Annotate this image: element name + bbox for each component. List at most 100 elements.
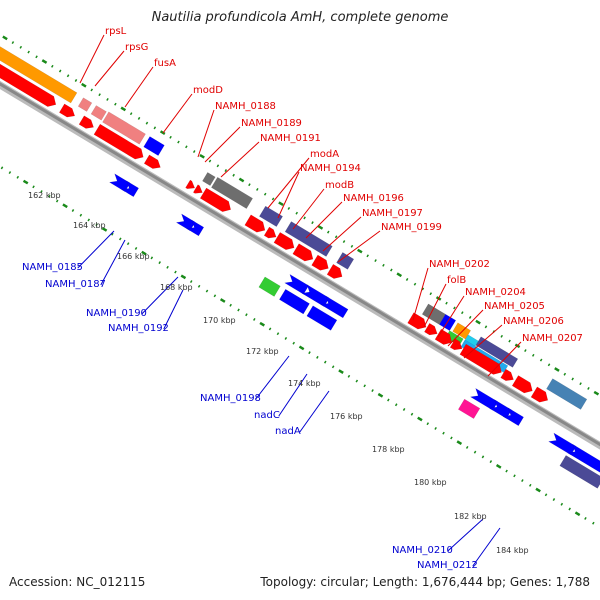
leader-line	[463, 324, 503, 359]
leader-line	[124, 66, 154, 108]
inner-tick	[338, 369, 344, 374]
inner-tick	[347, 374, 351, 378]
inner-tick	[118, 237, 122, 241]
inner-tick	[229, 303, 232, 307]
outer-tick	[74, 79, 78, 82]
inner-tick	[276, 332, 280, 336]
outer-tick	[295, 211, 299, 215]
label-leader-lines	[77, 34, 522, 567]
outer-tick	[248, 183, 251, 187]
feature-tracks	[0, 46, 600, 489]
outer-tick	[81, 82, 87, 88]
outer-tick	[238, 177, 245, 183]
cds-fwd	[192, 184, 203, 194]
inner-tick	[166, 265, 169, 269]
outer-tick	[271, 197, 275, 201]
inner-tick	[513, 474, 516, 478]
gene-label-folB: folB	[447, 275, 466, 286]
inner-tick	[574, 511, 581, 517]
inner-tick-ring	[0, 166, 600, 529]
inner-tick	[552, 498, 556, 501]
gene-label-NAMH_0206: NAMH_0206	[503, 316, 564, 327]
outer-tick	[145, 121, 149, 125]
inner-tick	[205, 289, 209, 293]
inner-tick	[456, 440, 463, 446]
outer-tick	[317, 225, 324, 230]
outer-tick	[256, 188, 259, 191]
cds-fwd	[93, 123, 144, 160]
outer-tick	[531, 353, 535, 357]
gene-label-modA: modA	[310, 149, 339, 160]
inner-tick	[528, 483, 532, 487]
gene-label-NAMH_0188: NAMH_0188	[215, 101, 276, 112]
inner-tick	[592, 521, 595, 525]
cds-fwd	[0, 63, 57, 107]
cds-fwd	[263, 226, 277, 239]
outer-tick	[224, 169, 228, 172]
map-title: Nautilia profundicola AmH, complete geno…	[151, 10, 449, 25]
cds-fwd	[434, 328, 453, 345]
outer-tick	[169, 135, 172, 139]
inner-tick	[535, 487, 541, 493]
leader-line	[100, 239, 126, 286]
outer-tick	[19, 45, 23, 49]
kbp-label: 166 kbp	[117, 252, 150, 261]
cds-fwd	[185, 179, 196, 190]
inner-tick	[79, 213, 83, 217]
outer-tick	[51, 64, 54, 68]
cds-rev	[319, 295, 349, 319]
outer-tick	[468, 315, 472, 319]
inner-tick	[8, 171, 12, 175]
inner-tick	[308, 351, 311, 355]
inner-tick	[450, 436, 453, 440]
gene-label-rpsL: rpsL	[105, 26, 127, 37]
cds-rev	[120, 180, 139, 198]
inner-tick	[402, 408, 406, 411]
inner-tick	[298, 345, 305, 351]
outer-tick	[2, 35, 8, 41]
outer-tick	[199, 153, 205, 159]
kbp-label: 178 kbp	[372, 445, 405, 454]
inner-tick	[434, 426, 437, 430]
leader-line	[487, 341, 522, 377]
outer-tick	[461, 311, 464, 315]
inner-tick	[442, 431, 445, 435]
outer-tick	[342, 240, 346, 244]
feature-NAMH_0189	[211, 176, 254, 209]
cds-rev	[547, 432, 577, 456]
kbp-label: 168 kbp	[160, 283, 193, 292]
gene-label-NAMH_0187: NAMH_0187	[45, 279, 106, 290]
leader-line	[412, 267, 429, 321]
gene-label-NAMH_0192: NAMH_0192	[108, 323, 169, 334]
cds-rev	[185, 219, 205, 237]
feature-fusA	[102, 111, 146, 145]
outer-tick	[232, 173, 235, 177]
outer-tick	[508, 339, 511, 343]
inner-tick	[237, 308, 240, 312]
outer-tick	[413, 282, 417, 286]
inner-tick	[213, 294, 217, 298]
kbp-label: 174 kbp	[288, 379, 321, 388]
gene-labels: rpsLrpsGfusAmodDNAMH_0188NAMH_0189NAMH_0…	[22, 26, 583, 571]
outer-tick	[303, 216, 306, 220]
outer-tick	[390, 268, 393, 272]
inner-tick	[245, 313, 248, 317]
gene-label-NAMH_0194: NAMH_0194	[300, 163, 361, 174]
outer-tick	[554, 367, 560, 372]
kbp-label: 182 kbp	[454, 512, 487, 521]
feature-modA	[259, 205, 284, 227]
inner-tick	[292, 341, 296, 345]
leader-line	[163, 289, 184, 330]
kbp-label: 162 kbp	[28, 191, 61, 200]
inner-tick	[417, 416, 423, 422]
cds-fwd	[199, 187, 232, 212]
inner-tick	[410, 412, 414, 416]
feature-NAMH_0198	[258, 276, 281, 297]
feature-rpsG	[90, 105, 107, 121]
inner-tick	[55, 199, 59, 203]
outer-tick	[326, 230, 330, 234]
inner-tick	[259, 321, 265, 327]
outer-tick	[429, 292, 433, 296]
outer-tick	[98, 93, 101, 97]
leader-line	[292, 188, 325, 230]
